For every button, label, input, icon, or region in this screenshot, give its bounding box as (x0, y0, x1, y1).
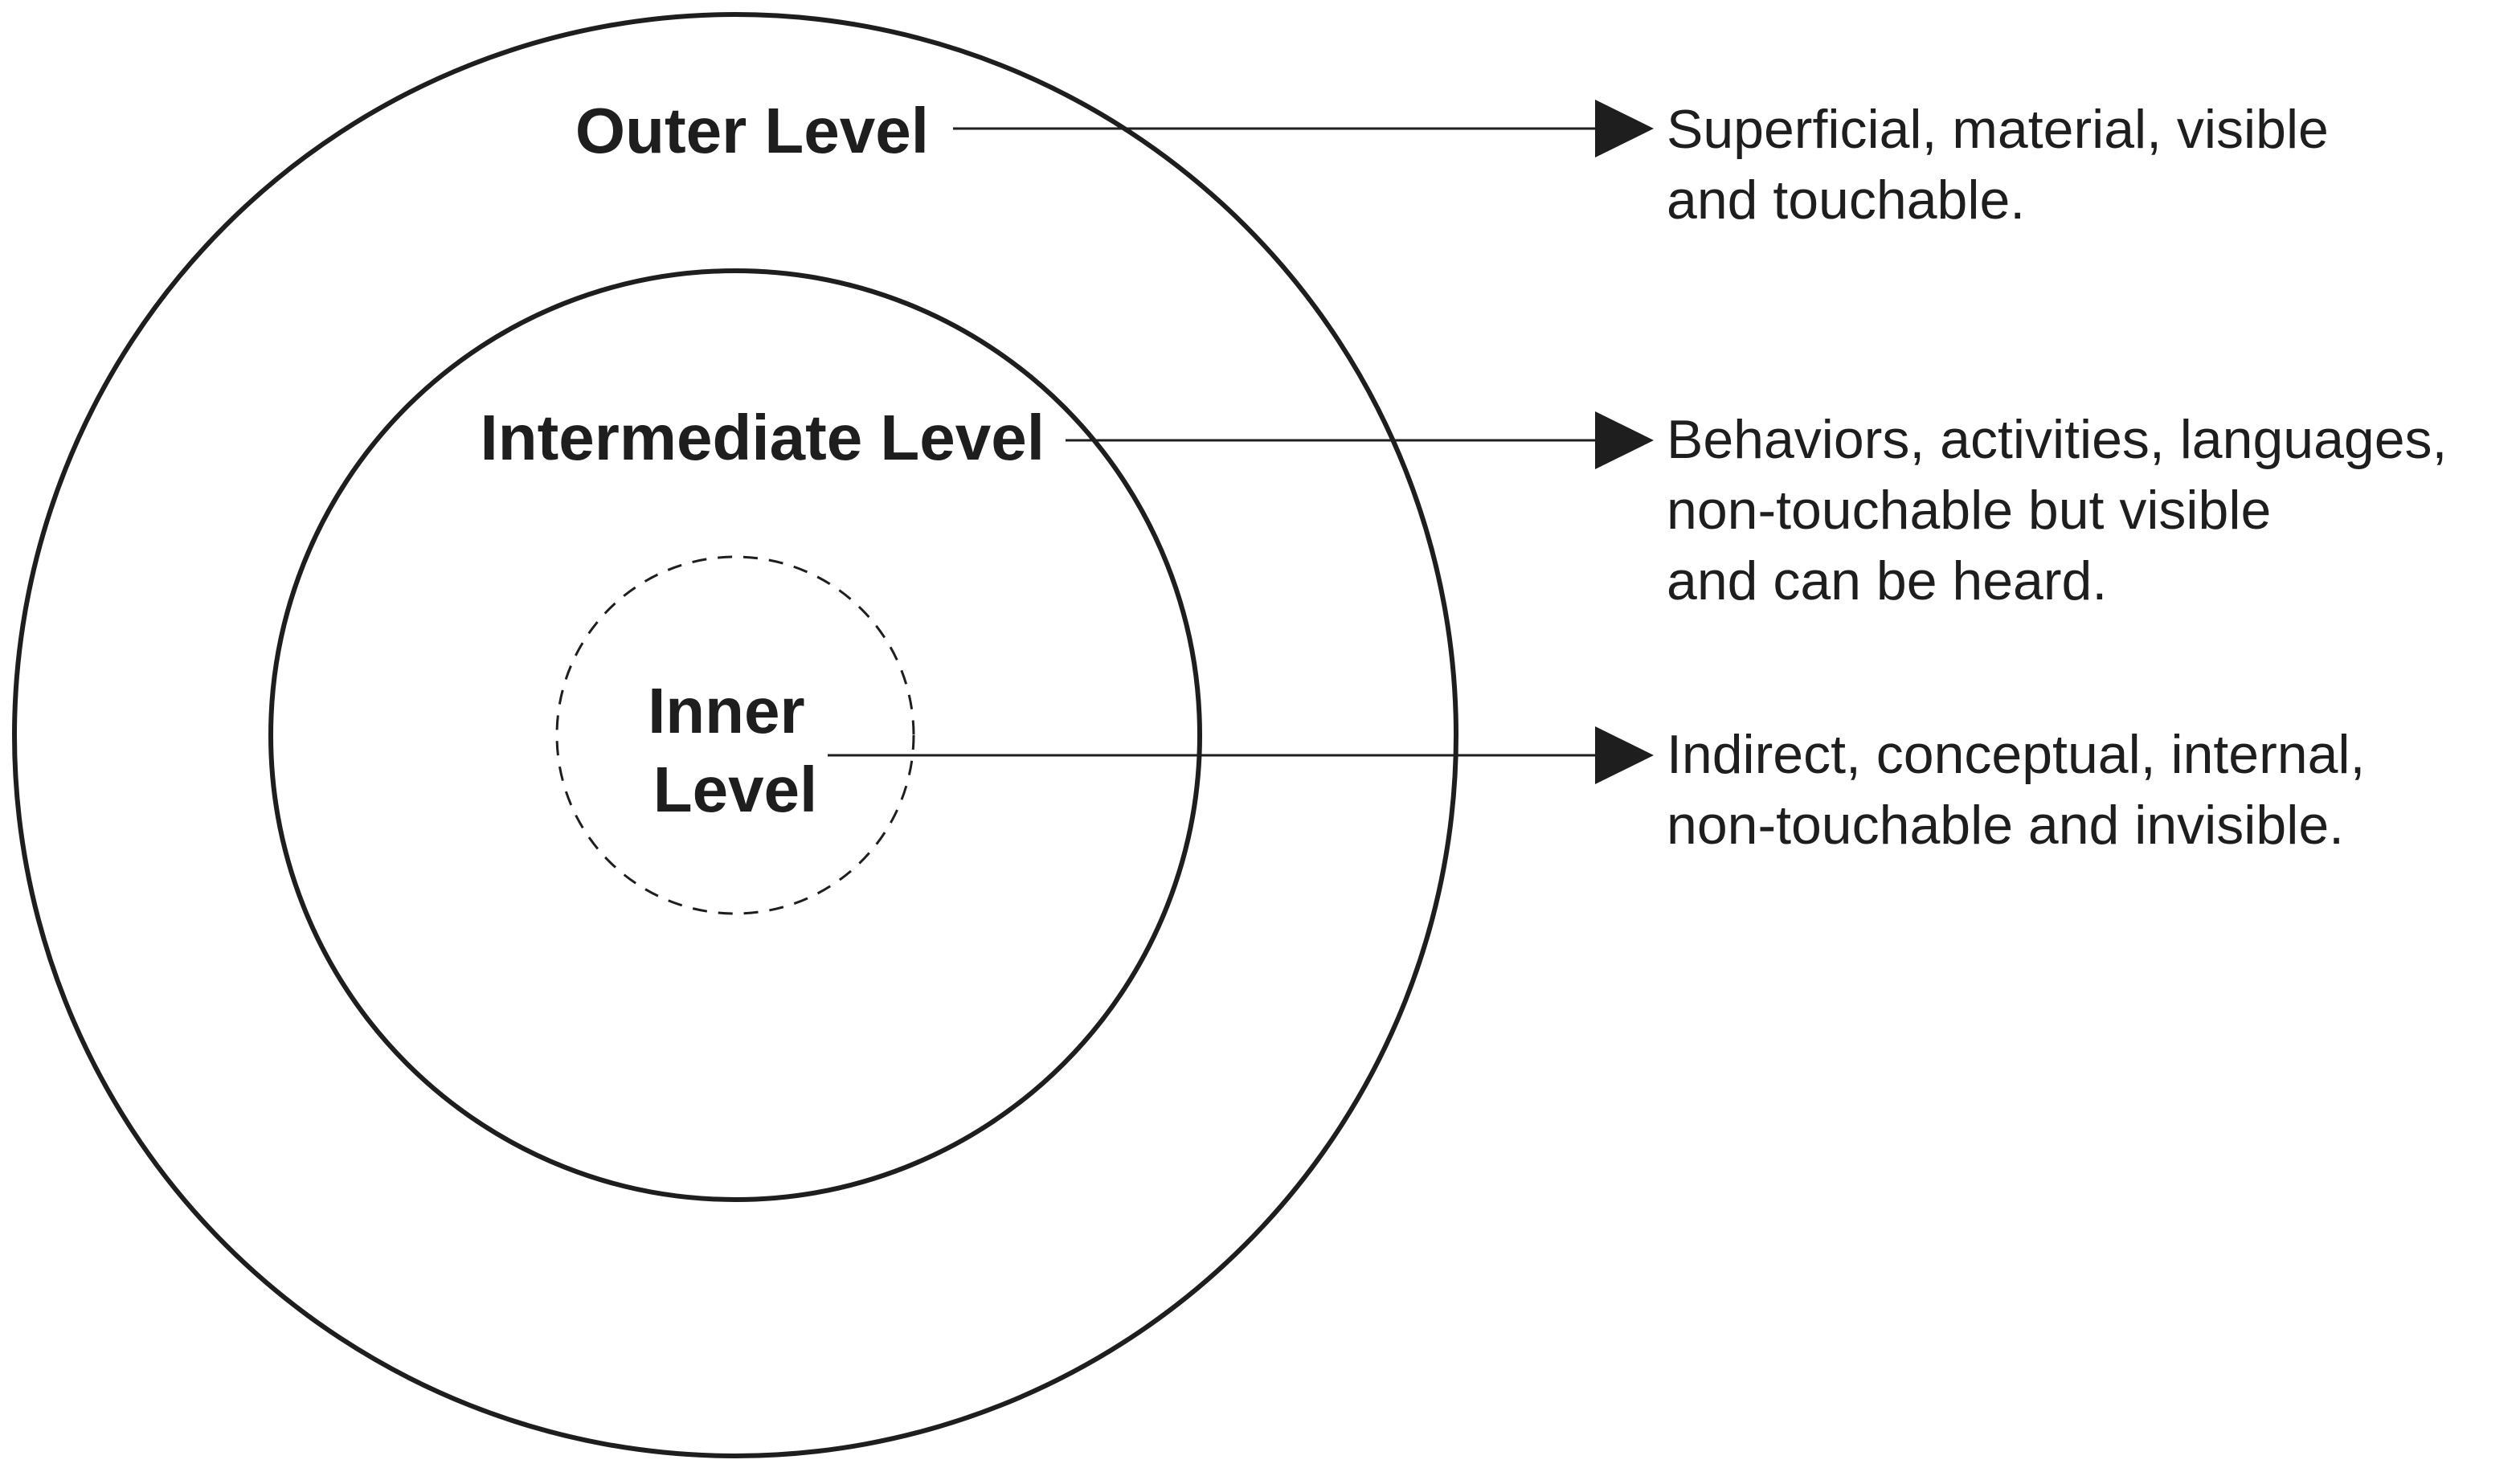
intermediate-level-description: Behaviors, activities, languages, non-to… (1667, 409, 2462, 611)
outer-level-ring (12, 12, 1458, 1458)
inner-level-ring (555, 555, 915, 915)
inner-level-arrow-icon (1595, 726, 1654, 784)
outer-level-arrow-icon (1595, 100, 1654, 157)
outer-level-label: Outer Level (575, 95, 929, 166)
intermediate-level-label: Intermediate Level (481, 402, 1045, 473)
intermediate-level-arrow-icon (1595, 411, 1654, 469)
inner-level-label: Inner Level (648, 675, 823, 825)
inner-level-description: Indirect, conceptual, internal, non-touc… (1667, 724, 2380, 856)
intermediate-level-ring (268, 268, 1202, 1202)
outer-level-description: Superficial, material, visible and touch… (1667, 99, 2344, 231)
